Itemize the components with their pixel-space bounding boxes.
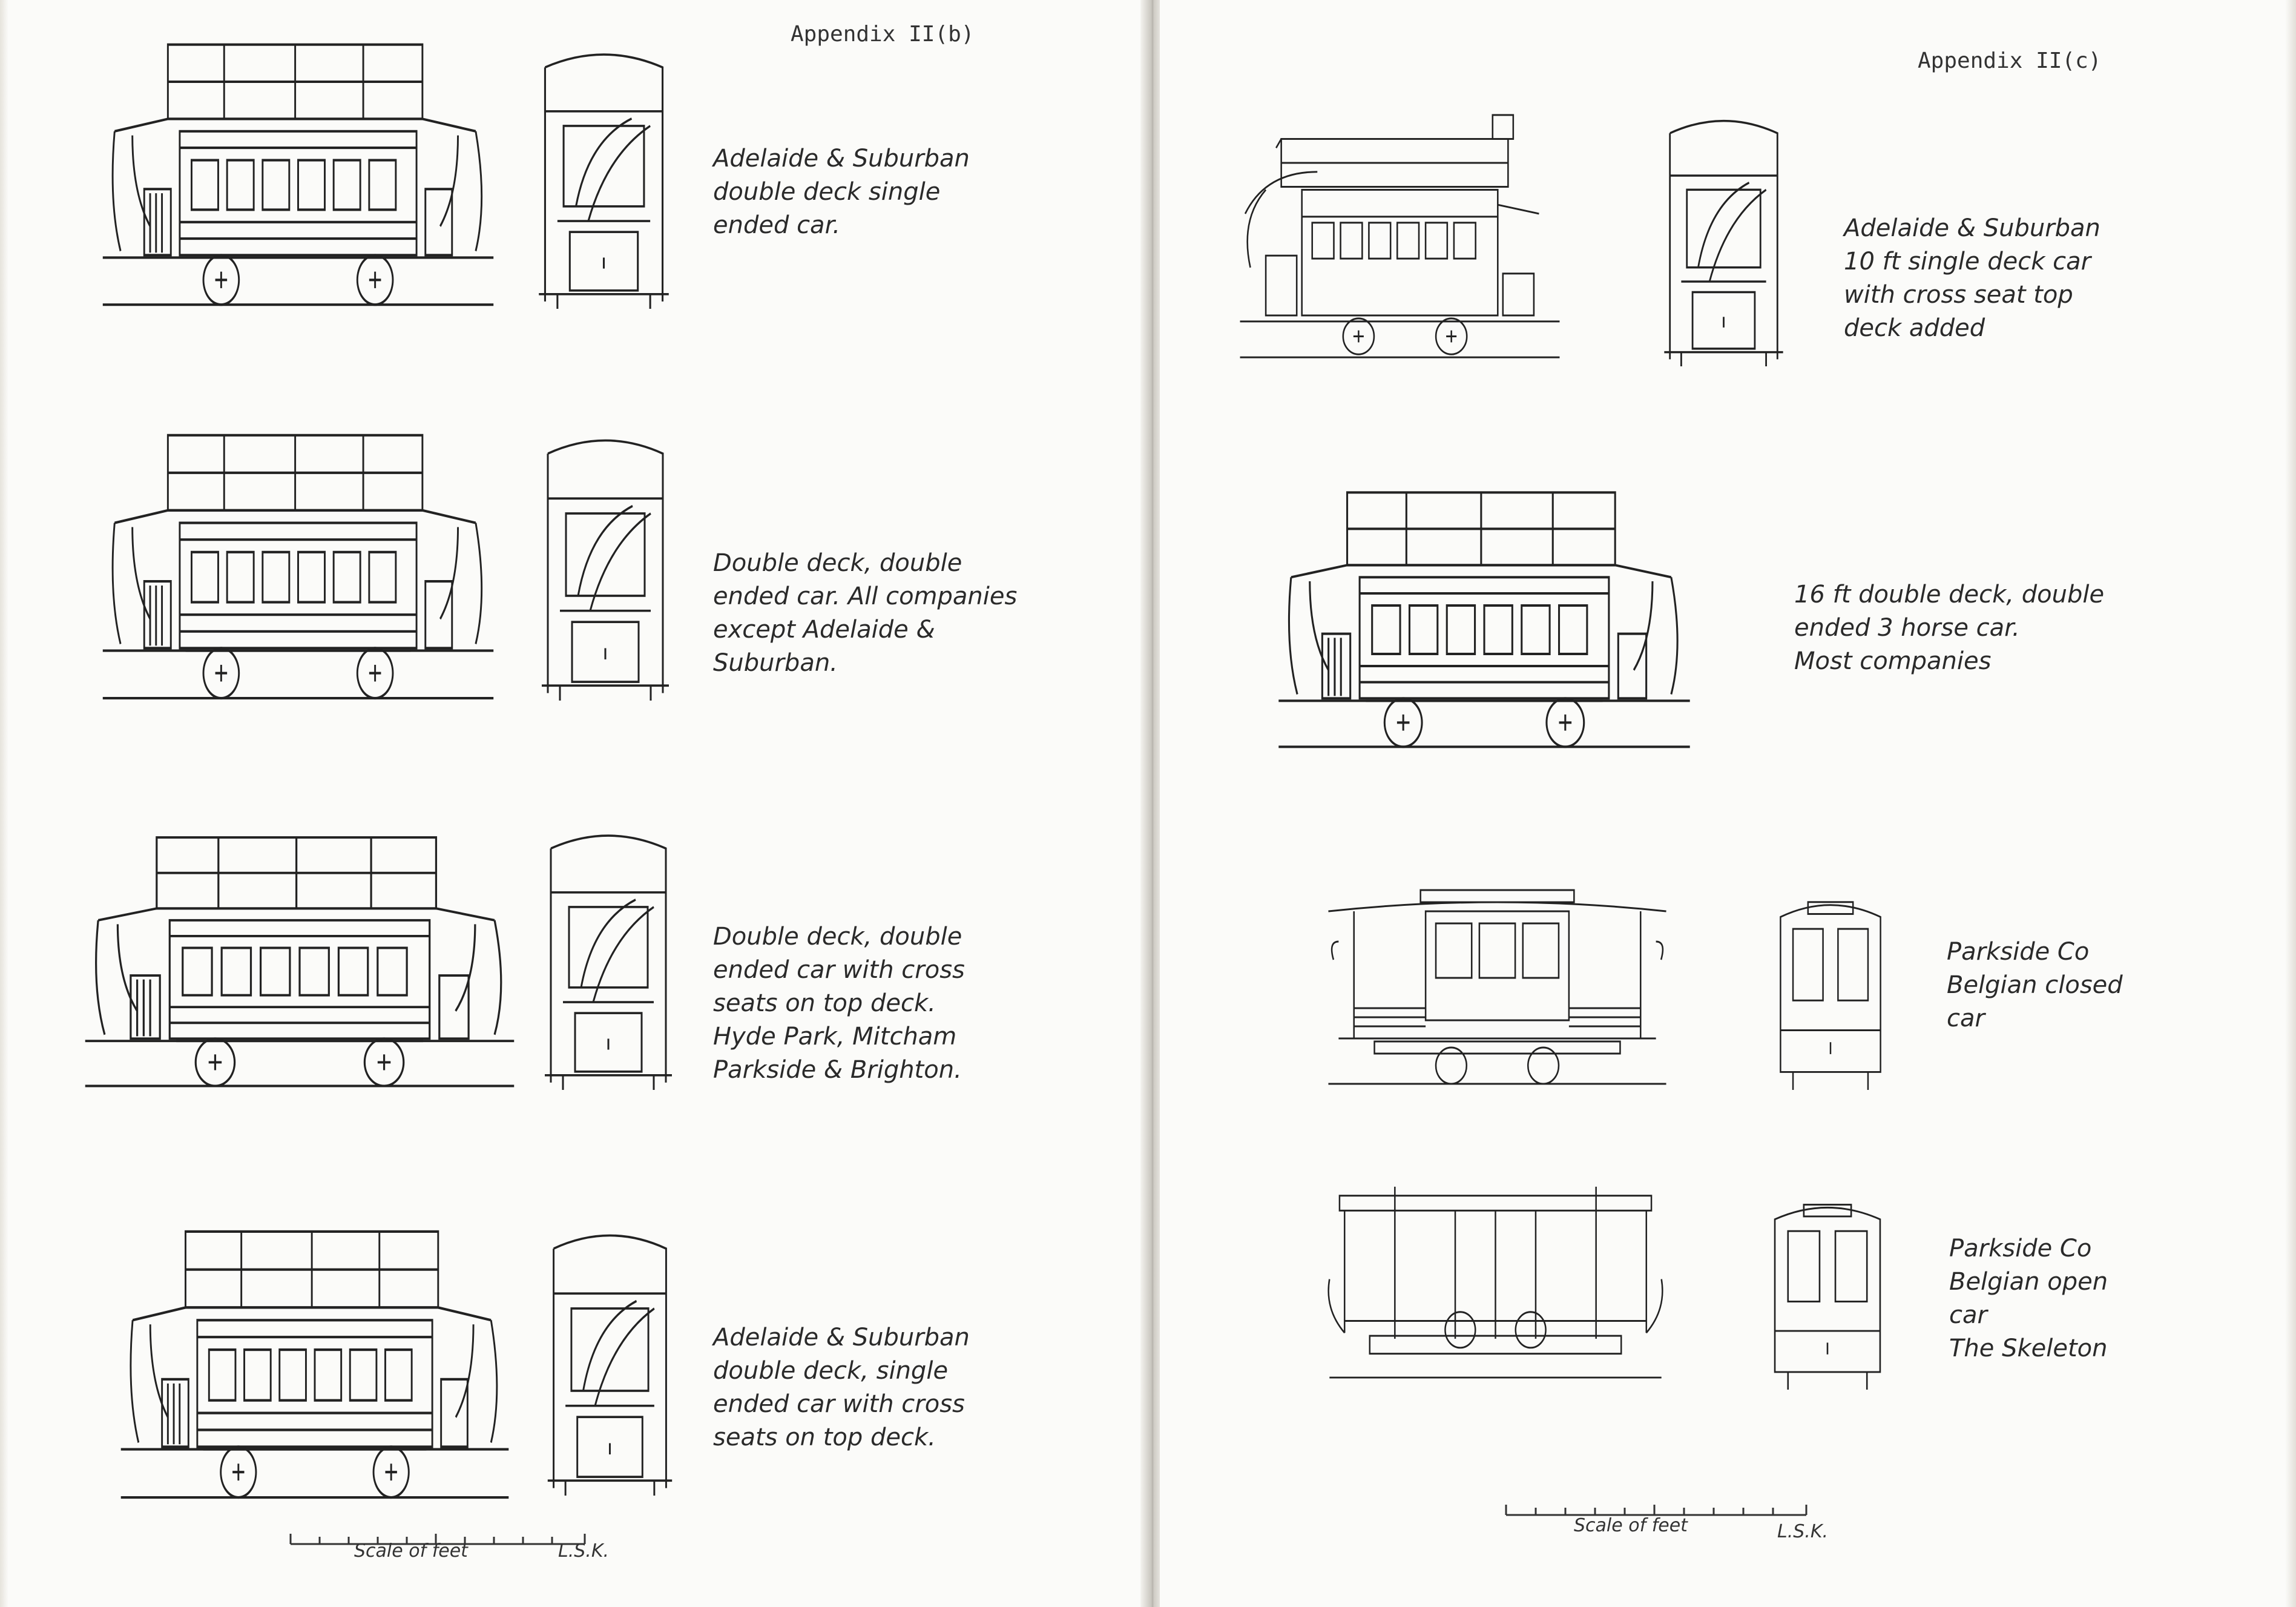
tram-drawing-side (1235, 112, 1565, 363)
tram-drawing-end (533, 45, 675, 309)
tram-drawing-side (115, 1223, 515, 1502)
page-header: Appendix II(c) (1918, 48, 2102, 73)
page-edge (2285, 0, 2296, 1607)
scale-label: Scale of feet (354, 1540, 468, 1562)
page-header: Appendix II(b) (791, 22, 975, 47)
tram-drawing-side (79, 830, 521, 1090)
tram-drawing-side (1323, 887, 1671, 1087)
author-initials: L.S.K. (558, 1540, 610, 1562)
scale-bar (1505, 1502, 1808, 1520)
author-initials: L.S.K. (1777, 1521, 1829, 1542)
tram-drawing-side (1324, 1184, 1666, 1381)
page-edge (0, 0, 8, 1607)
tram-drawing-side (97, 427, 499, 702)
tram-drawing-end (536, 431, 675, 701)
scale-bar (289, 1531, 586, 1549)
tram-drawing-end (539, 827, 678, 1090)
tram-drawing-end (542, 1226, 678, 1496)
tram-drawing-side (1272, 484, 1696, 751)
tram-drawing-end (1659, 112, 1789, 366)
scale-label: Scale of feet (1574, 1515, 1688, 1536)
tram-drawing-side (97, 36, 499, 309)
tram-drawing-end (1767, 1196, 1888, 1390)
tram-drawing-end (1773, 893, 1888, 1090)
